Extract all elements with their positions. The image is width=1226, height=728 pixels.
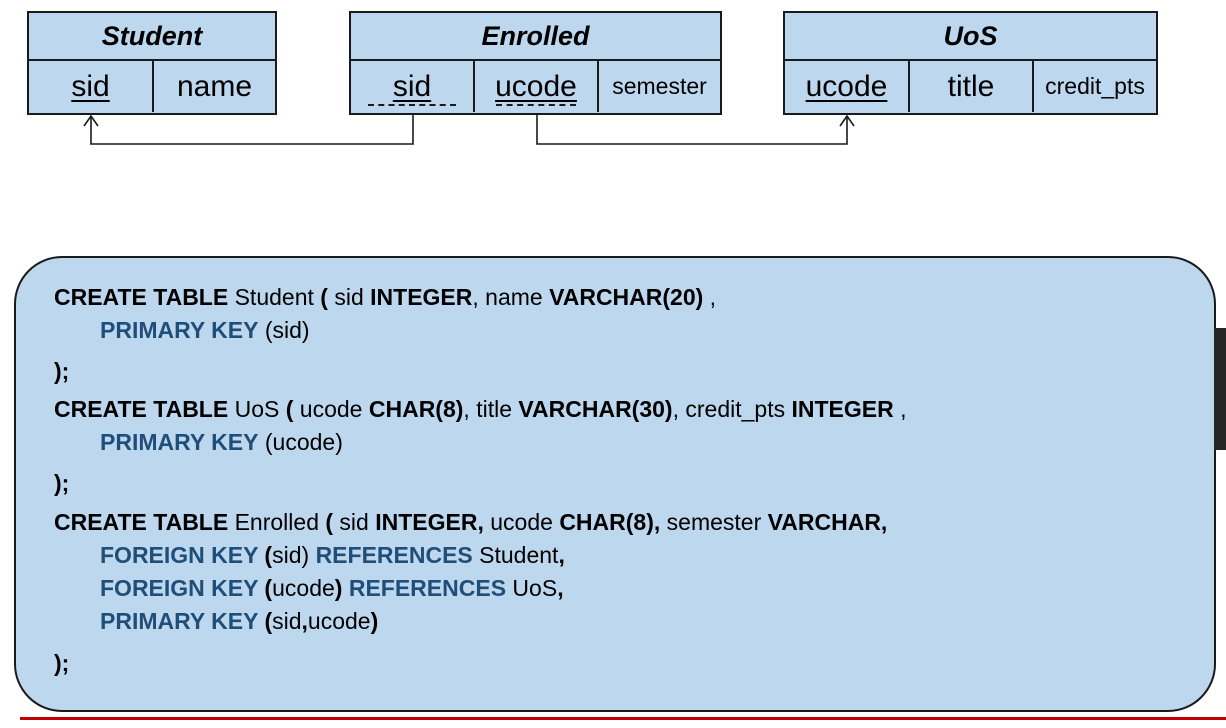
fk-connectors: [83, 114, 855, 145]
enrolled-sid-fk-marker: [368, 104, 456, 106]
uos-attr-ucode: ucode: [805, 69, 888, 103]
fk-sid-to-student-connector: [90, 115, 414, 145]
student-attr-name: name: [176, 69, 253, 103]
sql-line-end-enrolled: );: [54, 650, 70, 676]
student-attr-sid: sid: [71, 69, 110, 103]
enrolled-ucode-fk-marker: [496, 104, 576, 106]
sql-line-create-student: CREATE TABLE Student ( sid INTEGER, name…: [54, 284, 717, 310]
uos-attr-ucode-cell: ucode: [785, 61, 910, 112]
uos-attr-credit-cell: credit_pts: [1034, 61, 1156, 112]
enrolled-attr-sid: sid: [392, 69, 432, 103]
fk-sid-arrowhead: [83, 114, 99, 127]
sql-line-end-student: );: [54, 358, 70, 384]
sql-line-create-uos: CREATE TABLE UoS ( ucode CHAR(8), title …: [54, 396, 907, 422]
enrolled-attr-sid-cell: sid: [351, 61, 475, 112]
enrolled-attr-ucode-cell: ucode: [475, 61, 599, 112]
sql-line-end-uos: );: [54, 470, 70, 496]
sql-line-student-pk: PRIMARY KEY (sid): [100, 317, 310, 343]
sql-line-fk-sid: FOREIGN KEY (sid) REFERENCES Student,: [100, 542, 565, 568]
enrolled-attr-ucode: ucode: [495, 69, 577, 103]
uos-attr-title-cell: title: [910, 61, 1034, 112]
uos-attr-title: title: [947, 69, 995, 103]
fk-ucode-to-uos-connector: [536, 115, 848, 145]
uos-relation: UoS ucode title credit_pts: [783, 11, 1158, 115]
fk-ucode-arrowhead: [839, 114, 855, 127]
sql-code-box: CREATE TABLE Student ( sid INTEGER, name…: [14, 256, 1216, 712]
side-edge-bar: [1214, 328, 1226, 450]
uos-attr-credit: credit_pts: [1045, 73, 1145, 99]
student-relation: Student sid name: [27, 11, 277, 115]
student-title: Student: [29, 13, 275, 61]
enrolled-attr-semester: semester: [612, 73, 707, 99]
bottom-red-rule: [20, 717, 1226, 720]
sql-line-create-enrolled: CREATE TABLE Enrolled ( sid INTEGER, uco…: [54, 509, 888, 535]
student-attr-name-cell: name: [154, 61, 275, 112]
enrolled-attr-semester-cell: semester: [599, 61, 720, 112]
sql-line-fk-ucode: FOREIGN KEY (ucode) REFERENCES UoS,: [100, 575, 564, 601]
enrolled-title: Enrolled: [351, 13, 720, 61]
uos-title: UoS: [785, 13, 1156, 61]
sql-line-enrolled-pk: PRIMARY KEY (sid,ucode): [100, 608, 379, 634]
student-attr-sid-cell: sid: [29, 61, 154, 112]
enrolled-relation: Enrolled sid ucode semester: [349, 11, 722, 115]
sql-line-uos-pk: PRIMARY KEY (ucode): [100, 429, 343, 455]
